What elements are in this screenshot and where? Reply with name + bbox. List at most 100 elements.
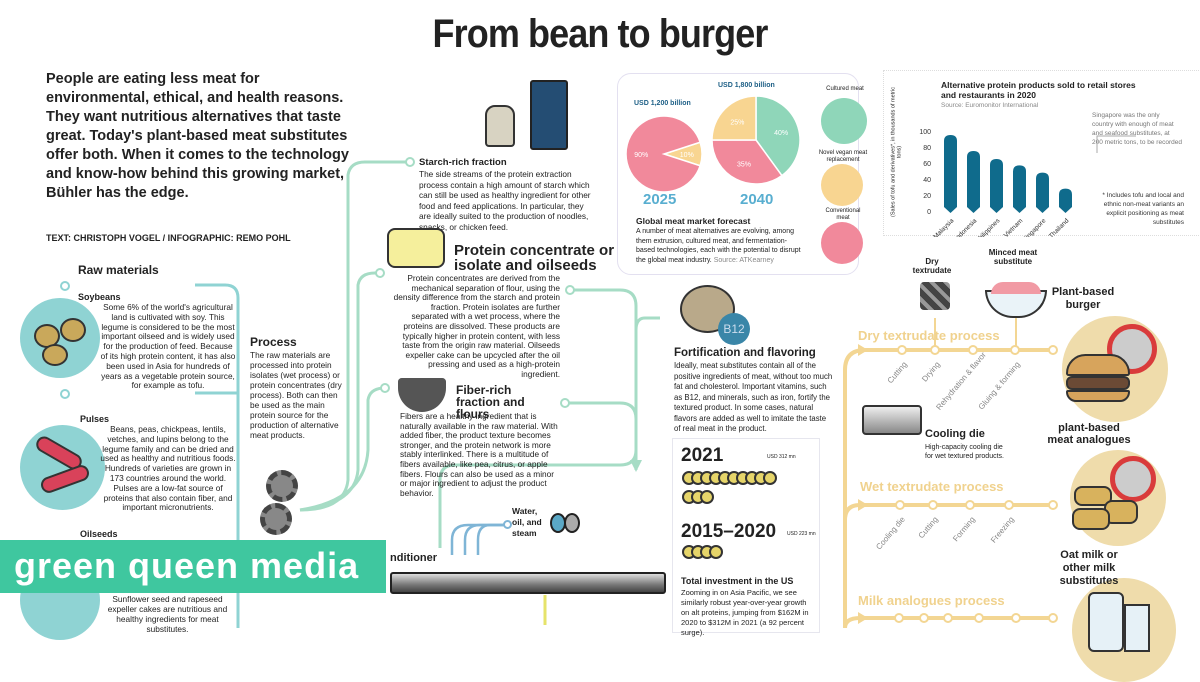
legend-vegan-meat: Novel vegan meat replacement	[818, 150, 868, 163]
cultured-meat-icon	[821, 98, 867, 144]
conditioner-machine-image	[390, 572, 666, 594]
chicken-image	[485, 105, 515, 147]
flow-node	[375, 268, 385, 278]
arrow-icon	[858, 612, 868, 624]
x-tick-label: Indonesia	[954, 217, 979, 237]
coin-icon	[709, 545, 723, 559]
fortification-title: Fortification and flavoring	[674, 347, 816, 359]
bar-chart-title: Alternative protein products sold to ret…	[941, 80, 1136, 100]
pie-2025-subtitle: USD 1,200 billion	[634, 100, 691, 107]
flow-node	[565, 285, 575, 295]
legend-conventional-meat: Conventional meat	[825, 208, 861, 221]
flow-node	[380, 383, 390, 393]
gear-icon	[266, 470, 298, 502]
y-tick-label: 100	[919, 129, 931, 136]
pulses-title: Pulses	[80, 414, 110, 424]
process-title: Process	[250, 335, 297, 349]
fortification-text: Ideally, meat substitutes contain all of…	[674, 361, 833, 433]
conditioner-inputs: Water, oil, and steam	[512, 506, 542, 538]
process-step-node	[897, 345, 907, 355]
bar	[1013, 165, 1026, 213]
bar-chart-annotation: Singapore was the only country with enou…	[1092, 112, 1182, 146]
flow-node	[405, 157, 415, 167]
minced-meat-label: Minced meat substitute	[988, 248, 1038, 266]
coin-row-2015-2020	[682, 545, 797, 564]
pie-2040-subtitle: USD 1,800 billion	[718, 82, 775, 89]
plant-based-burger-label: Plant-based burger	[1051, 286, 1115, 311]
forecast-text: A number of meat alternatives are evolvi…	[636, 228, 801, 264]
bar-chart: 020406080100MalaysiaIndonesiaPhilippines…	[919, 129, 1136, 237]
dry-textrudate-image	[920, 282, 950, 310]
process-step-node	[919, 613, 929, 623]
burger-image	[1062, 316, 1168, 422]
milk-substitutes-label: Oat milk or other milk substitutes	[1059, 549, 1119, 587]
flow-node	[503, 520, 512, 529]
y-tick-label: 0	[927, 209, 931, 216]
process-step-node	[974, 613, 984, 623]
gear-icon	[260, 503, 292, 535]
arrow-icon	[858, 344, 868, 356]
bar-chart-card: Alternative protein products sold to ret…	[883, 70, 1200, 237]
pie-chart-2025: 10%90%	[625, 115, 703, 193]
oilseeds-text: Sunflower seed and rapeseed expeller cak…	[107, 594, 228, 634]
bar-chart-source: Source: Euromonitor International	[941, 102, 1039, 109]
process-step-node	[1048, 613, 1058, 623]
process-step-node	[968, 345, 978, 355]
flow-node	[560, 398, 570, 408]
pie-chart-2040: 40% 35% 25%	[711, 95, 801, 185]
protein-title: Protein concentrate or isolate and oilse…	[454, 242, 615, 274]
conventional-meat-icon	[821, 222, 863, 264]
starch-title: Starch-rich fraction	[419, 157, 507, 168]
y-tick-label: 60	[923, 161, 931, 168]
bar-chart-footnote: * Includes tofu and local and ethnic non…	[1102, 192, 1184, 226]
y-tick-label: 20	[923, 193, 931, 200]
b12-icon: B12	[718, 313, 750, 345]
pie-slice	[755, 95, 801, 177]
green-queen-media-watermark: green queen media	[0, 540, 386, 593]
annotation-line	[1096, 135, 1136, 153]
process-step-node	[930, 345, 940, 355]
process-step-node	[1004, 500, 1014, 510]
nuggets-image	[1070, 450, 1166, 546]
process-step-node	[1011, 613, 1021, 623]
pie-slice-label: 90%	[634, 152, 648, 159]
investment-card: 2021 USD 312 mn 2015–2020 USD 223 mn Tot…	[672, 438, 820, 637]
legend-cultured-meat: Cultured meat	[826, 86, 864, 92]
wet-process-title: Wet textrudate process	[860, 479, 1004, 494]
pie-slice-label: 25%	[730, 119, 744, 126]
investment-title: Total investment in the US	[681, 576, 794, 586]
raw-materials-title: Raw materials	[78, 263, 159, 277]
pie-slice	[711, 139, 783, 185]
coin-row-2021	[682, 471, 797, 509]
pie-slice-label: 40%	[774, 130, 788, 137]
pie-slice-label: 35%	[737, 162, 751, 169]
process-step-node	[1010, 345, 1020, 355]
pie-2040-year: 2040	[740, 191, 774, 208]
process-step-node	[894, 613, 904, 623]
fiber-text: Fibers are a healthy ingredient that is …	[400, 411, 558, 498]
coin-icon	[763, 471, 777, 485]
process-step-node	[1048, 345, 1058, 355]
x-tick-label: Singapore	[1022, 217, 1048, 237]
investment-amount-2021: USD 312 mn	[767, 454, 796, 460]
cooling-die-image	[862, 405, 922, 435]
flow-node	[60, 281, 70, 291]
process-step-node	[895, 500, 905, 510]
investment-text: Zooming in on Asia Pacific, we see simil…	[681, 588, 809, 637]
x-tick-label: Malaysia	[932, 217, 955, 237]
soybeans-title: Soybeans	[78, 292, 121, 302]
x-tick-label: Vietnam	[1003, 217, 1025, 237]
forecast-source: Source: ATKearney	[713, 256, 774, 264]
forecast-title: Global meat market forecast	[636, 216, 751, 226]
soybeans-image	[20, 298, 100, 378]
starch-text: The side streams of the protein extracti…	[419, 169, 591, 232]
cooling-die-text: High-capacity cooling die for wet textur…	[925, 444, 1004, 460]
process-text: The raw materials are processed into pro…	[250, 350, 342, 440]
y-tick-label: 80	[923, 145, 931, 152]
process-step-node	[928, 500, 938, 510]
starch-bag-image	[530, 80, 568, 150]
pie-2025-year: 2025	[643, 191, 677, 208]
forecast-card: USD 1,200 billion USD 1,800 billion 10%9…	[617, 73, 867, 275]
coin-icon	[700, 490, 714, 504]
bar	[990, 159, 1003, 213]
